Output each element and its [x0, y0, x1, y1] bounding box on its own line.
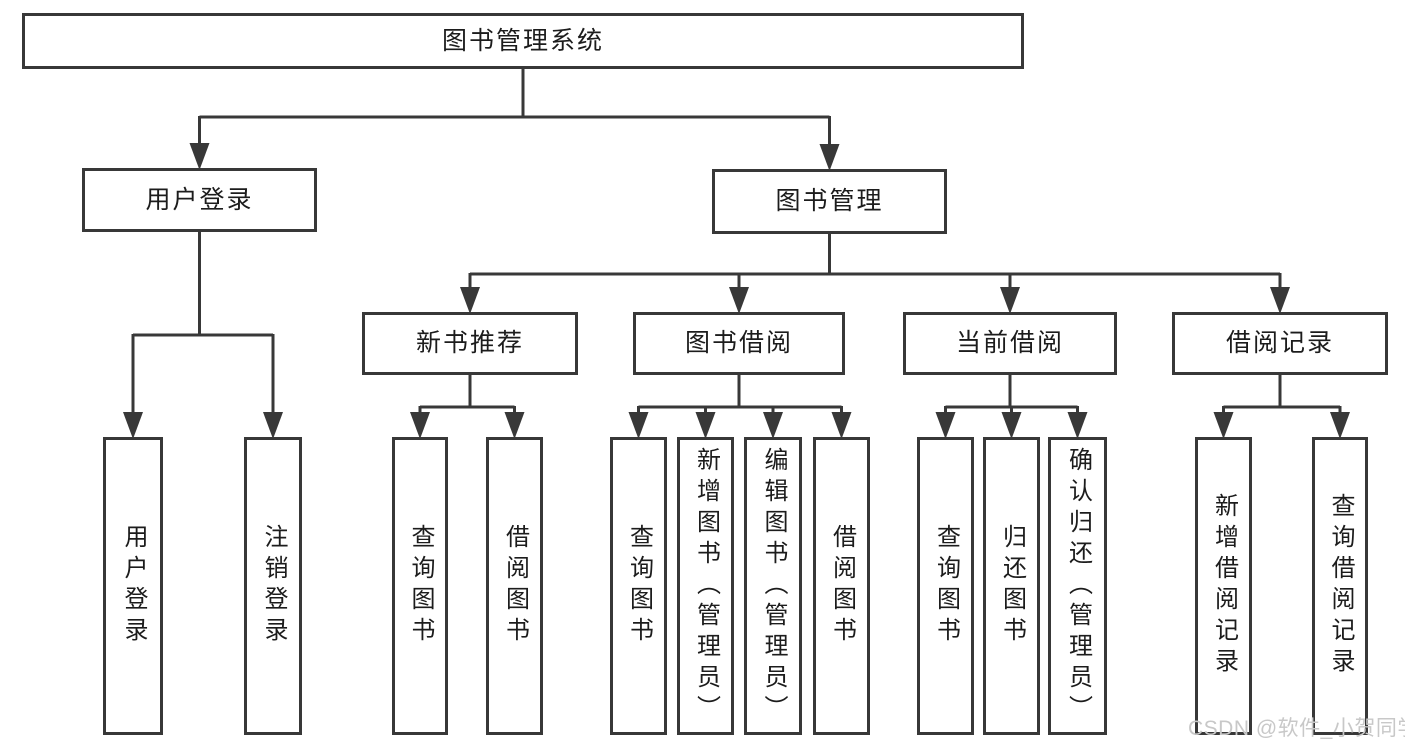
node-label-leaf-query-book-2: 查询图书: [625, 524, 653, 648]
node-label-leaf-logout: 注销登录: [260, 524, 287, 648]
node-leaf-borrow-book-2: 借阅图书: [813, 437, 870, 735]
node-label-leaf-query-record: 查询借阅记录: [1327, 493, 1354, 679]
node-leaf-query-record: 查询借阅记录: [1312, 437, 1368, 735]
node-leaf-edit-book: 编辑图书（管理员）: [744, 437, 802, 735]
watermark-text: CSDN @软件_小贺同学: [1188, 717, 1405, 740]
node-label-leaf-borrow-book-1: 借阅图书: [501, 524, 529, 648]
node-new-book-recommend: 新书推荐: [362, 312, 578, 375]
node-book-borrowing: 图书借阅: [633, 312, 845, 375]
node-label-leaf-confirm-return: 确认归还（管理员）: [1064, 446, 1092, 726]
node-label-book-management: 图书管理: [775, 187, 884, 215]
node-leaf-return-book: 归还图书: [983, 437, 1040, 735]
node-system: 图书管理系统: [22, 13, 1024, 69]
node-label-borrowing-records: 借阅记录: [1225, 329, 1334, 357]
node-label-leaf-add-record: 新增借阅记录: [1210, 493, 1238, 679]
node-user-login: 用户登录: [82, 168, 317, 232]
node-label-user-login: 用户登录: [145, 185, 254, 214]
node-current-borrowing: 当前借阅: [903, 312, 1117, 375]
node-label-leaf-return-book: 归还图书: [998, 524, 1026, 648]
node-leaf-add-book: 新增图书（管理员）: [677, 437, 734, 735]
node-leaf-borrow-book-1: 借阅图书: [486, 437, 543, 735]
node-leaf-query-book-1: 查询图书: [392, 437, 448, 735]
node-label-book-borrowing: 图书借阅: [684, 329, 793, 357]
node-leaf-login: 用户登录: [103, 437, 163, 735]
node-leaf-query-book-3: 查询图书: [917, 437, 974, 735]
node-label-leaf-query-book-1: 查询图书: [407, 524, 434, 648]
node-leaf-confirm-return: 确认归还（管理员）: [1048, 437, 1107, 735]
node-label-leaf-edit-book: 编辑图书（管理员）: [760, 446, 787, 726]
node-label-leaf-add-book: 新增图书（管理员）: [692, 446, 720, 726]
node-label-new-book-recommend: 新书推荐: [415, 329, 524, 357]
node-label-current-borrowing: 当前借阅: [955, 329, 1064, 357]
node-leaf-logout: 注销登录: [244, 437, 302, 735]
node-label-leaf-login: 用户登录: [120, 524, 147, 648]
node-leaf-add-record: 新增借阅记录: [1195, 437, 1252, 735]
node-label-leaf-query-book-3: 查询图书: [932, 524, 960, 648]
node-leaf-query-book-2: 查询图书: [610, 437, 667, 735]
node-borrowing-records: 借阅记录: [1172, 312, 1388, 375]
node-label-leaf-borrow-book-2: 借阅图书: [828, 524, 856, 648]
node-book-management: 图书管理: [712, 169, 947, 234]
node-label-system: 图书管理系统: [441, 26, 604, 55]
